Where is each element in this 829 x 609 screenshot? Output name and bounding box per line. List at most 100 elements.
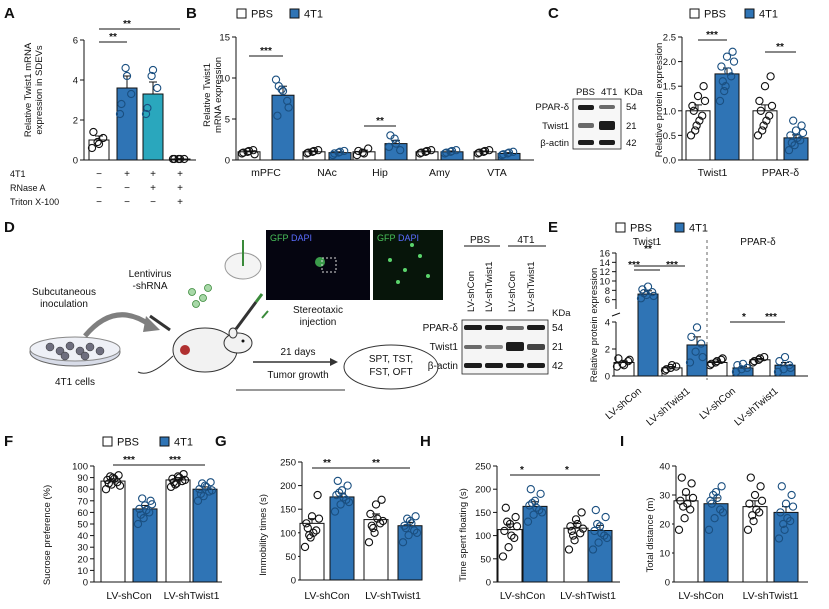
data-point	[760, 82, 770, 91]
y-tick-label: 1.0	[663, 106, 676, 117]
b-ylabel-line2: mRNA expression	[213, 57, 224, 133]
sig-label: **	[109, 32, 117, 43]
data-point	[720, 86, 729, 96]
bar	[132, 508, 158, 583]
data-point	[173, 472, 183, 481]
bar	[563, 527, 589, 583]
data-point	[757, 496, 767, 505]
x-tick-label: mPFC	[251, 167, 281, 179]
data-point	[335, 147, 345, 156]
data-point	[302, 519, 311, 528]
x-tick-label: LV-shTwist1	[164, 590, 220, 602]
significance-stars: ** ** *** ** *** ** ** *** *** * *** ***…	[109, 19, 784, 476]
bar	[397, 525, 423, 581]
d-dapi-zoom-label: DAPI	[398, 233, 419, 243]
y-tick-label: 0.5	[663, 131, 676, 142]
d-lane-label: LV-shCon	[507, 271, 518, 312]
gfp-cell	[426, 274, 430, 278]
data-point	[411, 512, 420, 521]
data-point	[106, 472, 115, 481]
legend-c-pbs-label: PBS	[704, 9, 726, 21]
x-tick-label: LV-shCon	[304, 590, 349, 602]
y-tick-label: 250	[280, 458, 296, 469]
data-point	[789, 116, 798, 125]
data-point	[614, 354, 623, 363]
data-point	[571, 515, 581, 524]
data-point	[528, 498, 537, 508]
a-sign: −	[96, 169, 102, 180]
a-ylabel-line2: expression in SDEVs	[34, 45, 45, 134]
data-point	[110, 474, 119, 483]
data-point	[672, 362, 681, 371]
data-point	[679, 502, 688, 511]
data-point	[687, 332, 696, 341]
data-point	[775, 356, 784, 366]
c-protein-label: β-actin	[540, 138, 569, 149]
data-point	[404, 531, 413, 540]
data-point	[373, 514, 382, 523]
data-point	[340, 146, 349, 156]
data-point	[122, 71, 132, 81]
a-sign: +	[177, 183, 183, 194]
data-point	[421, 147, 430, 156]
data-point	[529, 510, 538, 519]
bar	[673, 500, 699, 583]
syringe-2-tip	[254, 293, 264, 303]
data-point	[377, 495, 386, 504]
data-point	[686, 131, 696, 140]
x-tick-label: LV-shTwist1	[743, 590, 799, 602]
a-sign: −	[150, 197, 156, 208]
cell	[65, 341, 75, 351]
bar	[142, 93, 164, 161]
data-point	[354, 146, 363, 156]
data-point	[573, 519, 582, 529]
timeline-arrow-head	[330, 358, 338, 366]
data-point	[790, 141, 799, 150]
data-point	[625, 355, 634, 364]
y-tick-label: 15	[219, 33, 230, 44]
data-point	[138, 494, 147, 503]
x-tick-label: Twist1	[698, 167, 728, 179]
data-point	[249, 146, 258, 155]
mouse-ear	[228, 327, 238, 339]
y-tick-label: 0	[486, 578, 491, 589]
data-point	[707, 499, 716, 508]
data-point	[446, 147, 455, 156]
data-point	[342, 495, 351, 504]
data-point	[278, 86, 288, 96]
bar	[363, 519, 389, 581]
data-point	[452, 146, 461, 155]
data-point	[507, 531, 516, 540]
data-point	[237, 149, 247, 158]
data-point	[367, 521, 376, 530]
data-point	[175, 473, 184, 482]
data-point	[175, 154, 185, 164]
x-tick-label: LV-shTwist1	[365, 590, 421, 602]
legend-f-pbs-label: PBS	[117, 437, 139, 449]
cell-cluster	[45, 341, 105, 361]
data-point	[681, 487, 691, 497]
data-point	[523, 517, 533, 526]
data-point	[738, 359, 748, 368]
y-tick-label: 80	[77, 485, 88, 496]
data-point	[308, 147, 317, 156]
y-tick-label: 50	[77, 520, 88, 531]
x-tick-label: LV-shCon	[698, 386, 738, 422]
data-point	[718, 354, 727, 363]
data-point	[117, 99, 126, 109]
a-sign: +	[150, 169, 156, 180]
data-point	[336, 500, 345, 509]
d-tests-line1: SPT, TST,	[369, 354, 413, 365]
d-days-label: 21 days	[280, 347, 315, 358]
data-point	[711, 487, 721, 497]
data-point	[781, 499, 791, 508]
bar	[165, 479, 191, 583]
d-lane-label: LV-shTwist1	[526, 261, 537, 312]
bar	[169, 158, 191, 161]
data-point	[405, 516, 415, 526]
y-tick-label: 50	[285, 552, 296, 563]
x-tick-label: LV-shCon	[106, 590, 151, 602]
sig-label: *	[520, 465, 524, 476]
data-point	[376, 519, 385, 528]
data-point	[597, 529, 606, 538]
